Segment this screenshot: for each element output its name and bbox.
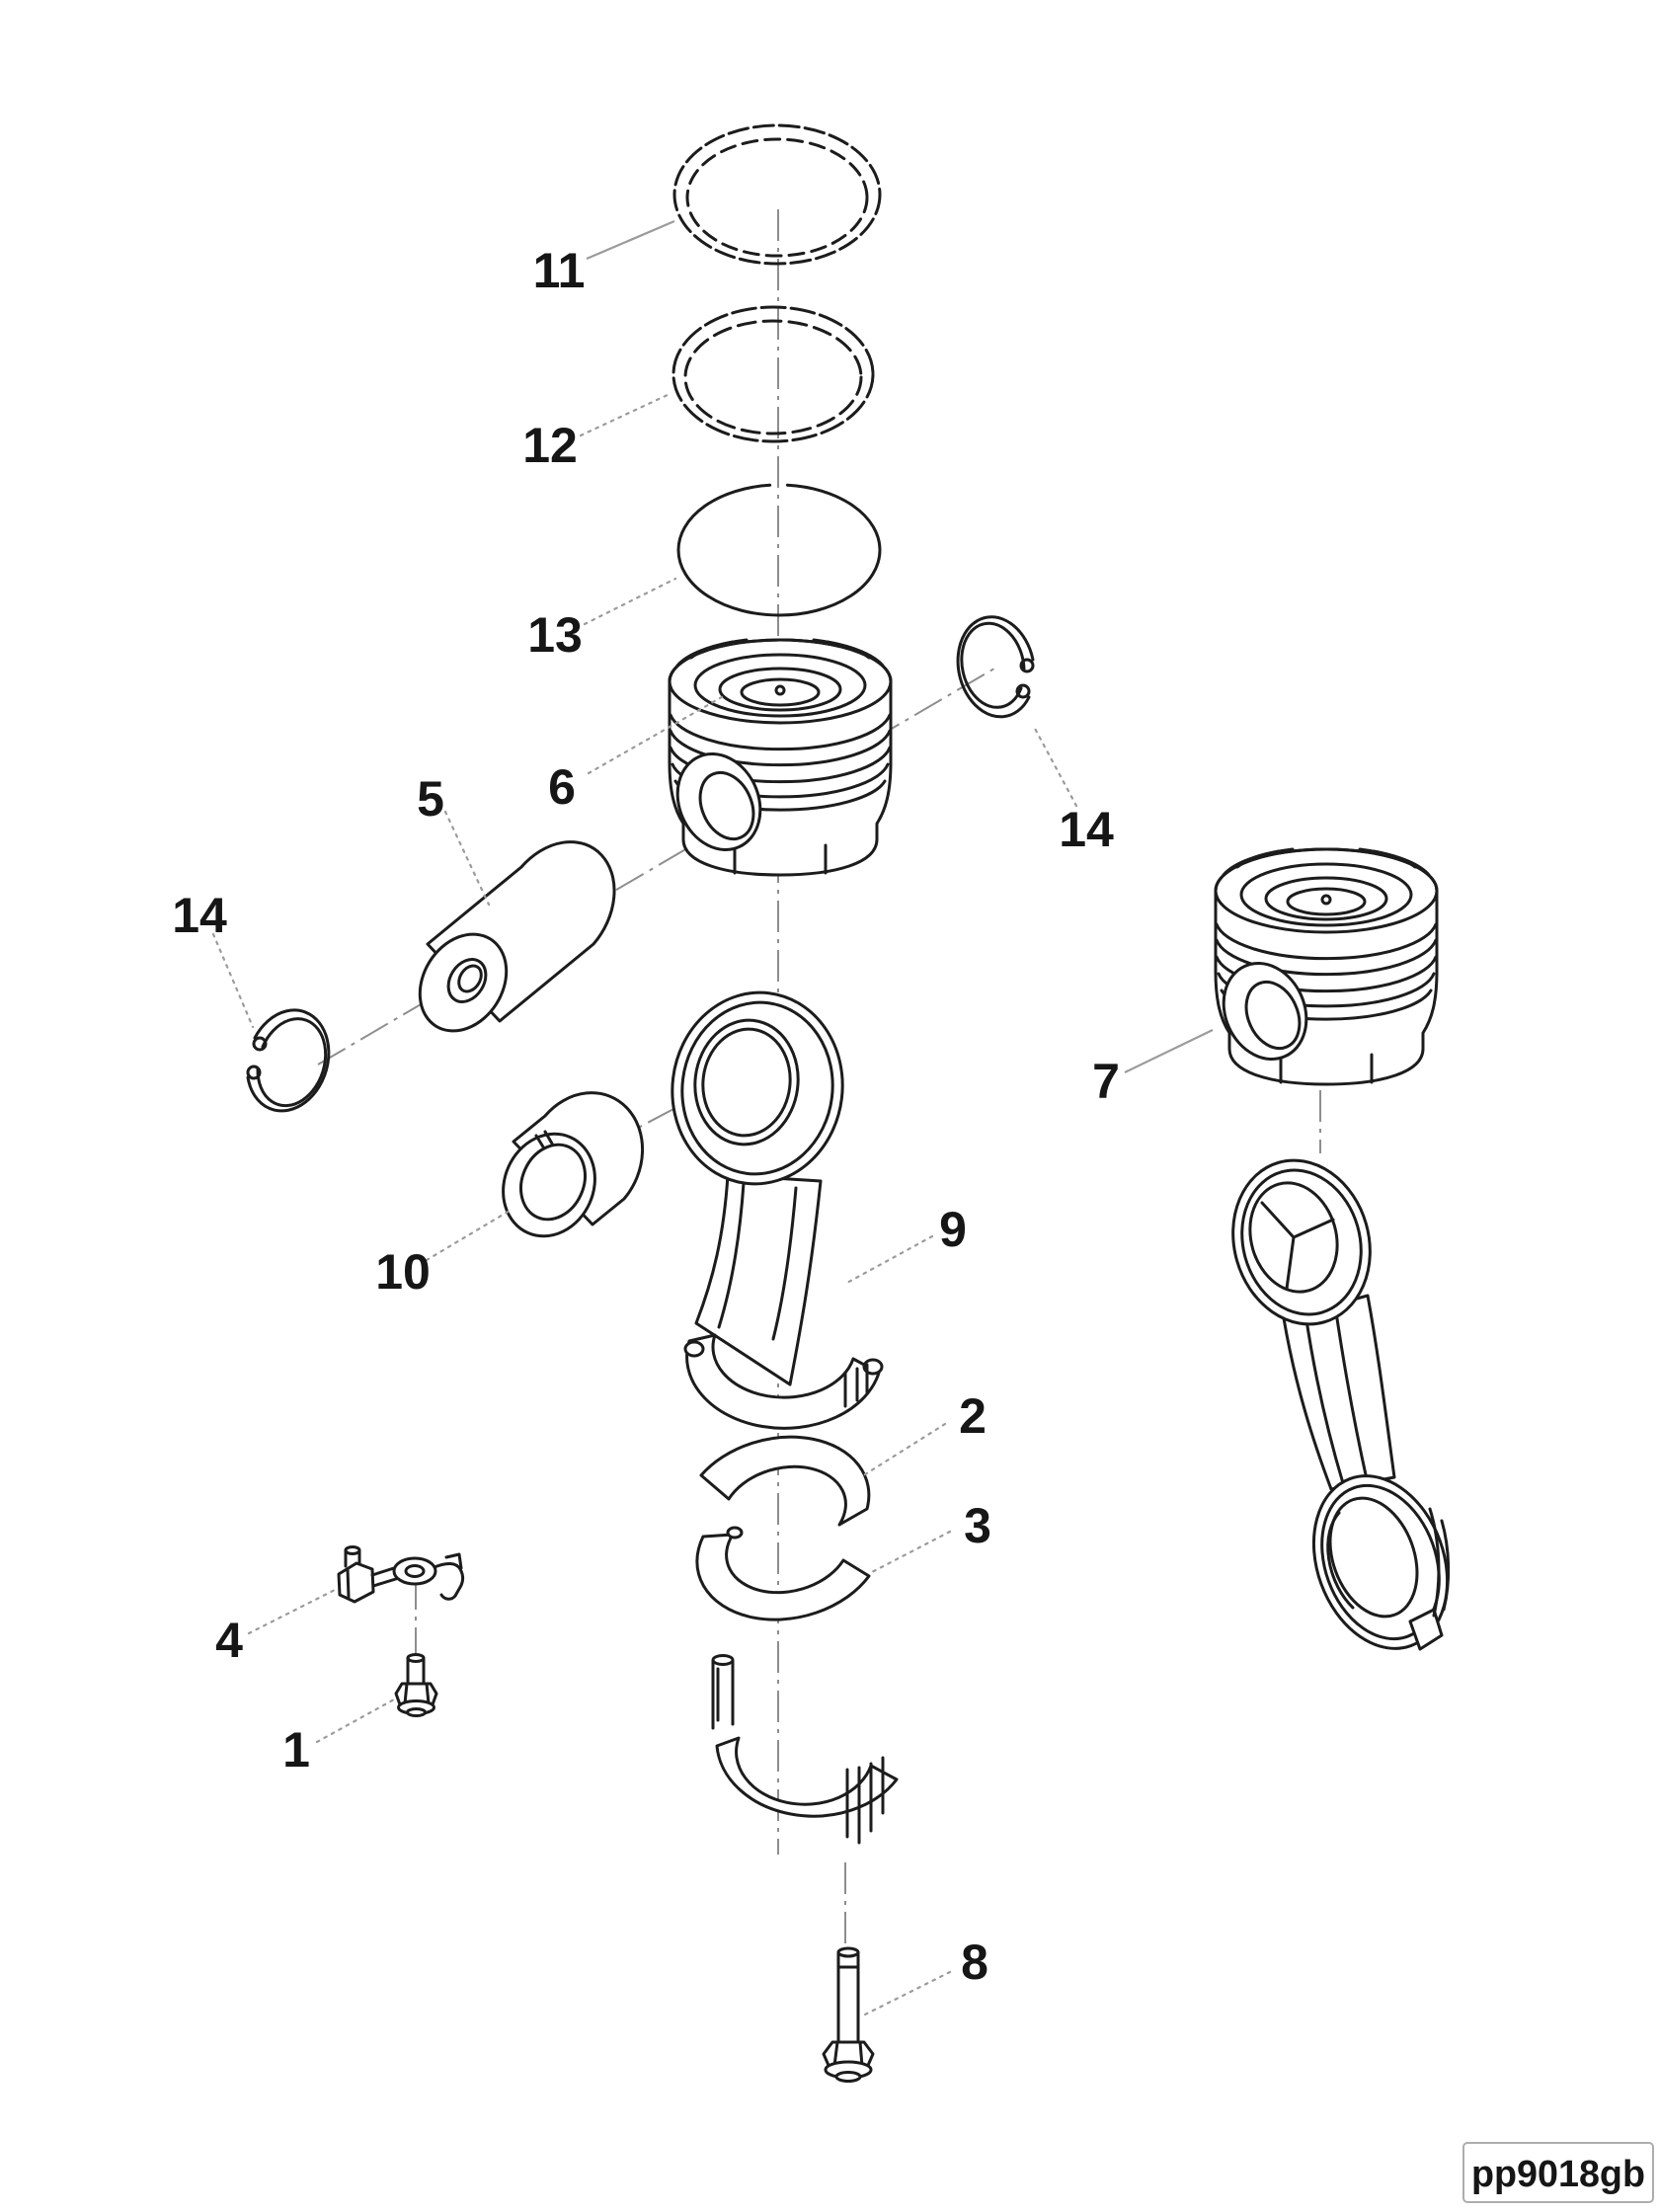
callout-5-label: 5 — [417, 771, 444, 827]
leader-4 — [247, 1586, 341, 1635]
callout-7-label: 7 — [1092, 1054, 1120, 1109]
leader-1 — [315, 1698, 396, 1744]
retaining-ring-left — [246, 1008, 331, 1113]
callout-1-label: 1 — [282, 1722, 310, 1778]
drawing-code: pp9018gb — [1462, 2142, 1654, 2203]
piston-cooling-nozzle — [337, 1545, 464, 1604]
drawing-code-box — [1462, 2142, 1654, 2203]
leader-14-left — [211, 932, 255, 1029]
leader-13 — [583, 577, 677, 626]
callout-14-left-label: 14 — [172, 888, 227, 943]
callout-13-label: 13 — [527, 607, 583, 663]
callout-labels: 11 12 13 6 14 5 14 10 9 2 3 4 1 8 7 — [172, 243, 1120, 1990]
leader-10 — [425, 1209, 512, 1262]
callout-3-label: 3 — [964, 1498, 991, 1553]
drawing-code-label: pp9018gb — [1471, 2154, 1645, 2195]
callout-6-label: 6 — [548, 759, 576, 815]
leader-7 — [1124, 1029, 1214, 1073]
leader-9 — [843, 1234, 934, 1286]
callout-11-label: 11 — [533, 243, 586, 298]
upper-bearing-shell — [699, 1435, 871, 1527]
leader-lines — [211, 219, 1214, 2017]
leader-8 — [861, 1970, 952, 2017]
callout-4-label: 4 — [215, 1613, 243, 1668]
leader-11 — [586, 219, 675, 261]
leader-12 — [579, 392, 672, 437]
piston — [668, 638, 893, 877]
leader-14-right — [1031, 723, 1078, 808]
leader-5 — [443, 810, 491, 907]
piston-pin-bore — [675, 752, 762, 851]
leader-6 — [587, 692, 729, 775]
leader-2 — [860, 1422, 947, 1478]
retaining-ring-right — [956, 615, 1035, 719]
rod-bolt — [822, 1946, 875, 2083]
callout-14-right-label: 14 — [1059, 802, 1114, 857]
lower-bearing-shell — [695, 1526, 871, 1621]
callout-9-label: 9 — [939, 1202, 967, 1257]
compression-ring-top — [672, 123, 882, 266]
callout-12-label: 12 — [522, 418, 578, 473]
connecting-rod-right — [1231, 1158, 1451, 1651]
piston-pin — [418, 840, 616, 1033]
piston-right — [1207, 847, 1439, 1086]
callout-10-label: 10 — [375, 1244, 431, 1300]
small-end-bushing — [502, 1091, 645, 1238]
compression-ring-middle — [672, 305, 875, 443]
rod-cap — [711, 1654, 899, 1845]
oil-control-ring — [676, 483, 882, 617]
nozzle-bolt — [394, 1653, 438, 1717]
callout-2-label: 2 — [959, 1388, 987, 1444]
callout-8-label: 8 — [961, 1935, 988, 1990]
leader-3 — [868, 1530, 952, 1575]
connecting-rod — [671, 990, 884, 1430]
